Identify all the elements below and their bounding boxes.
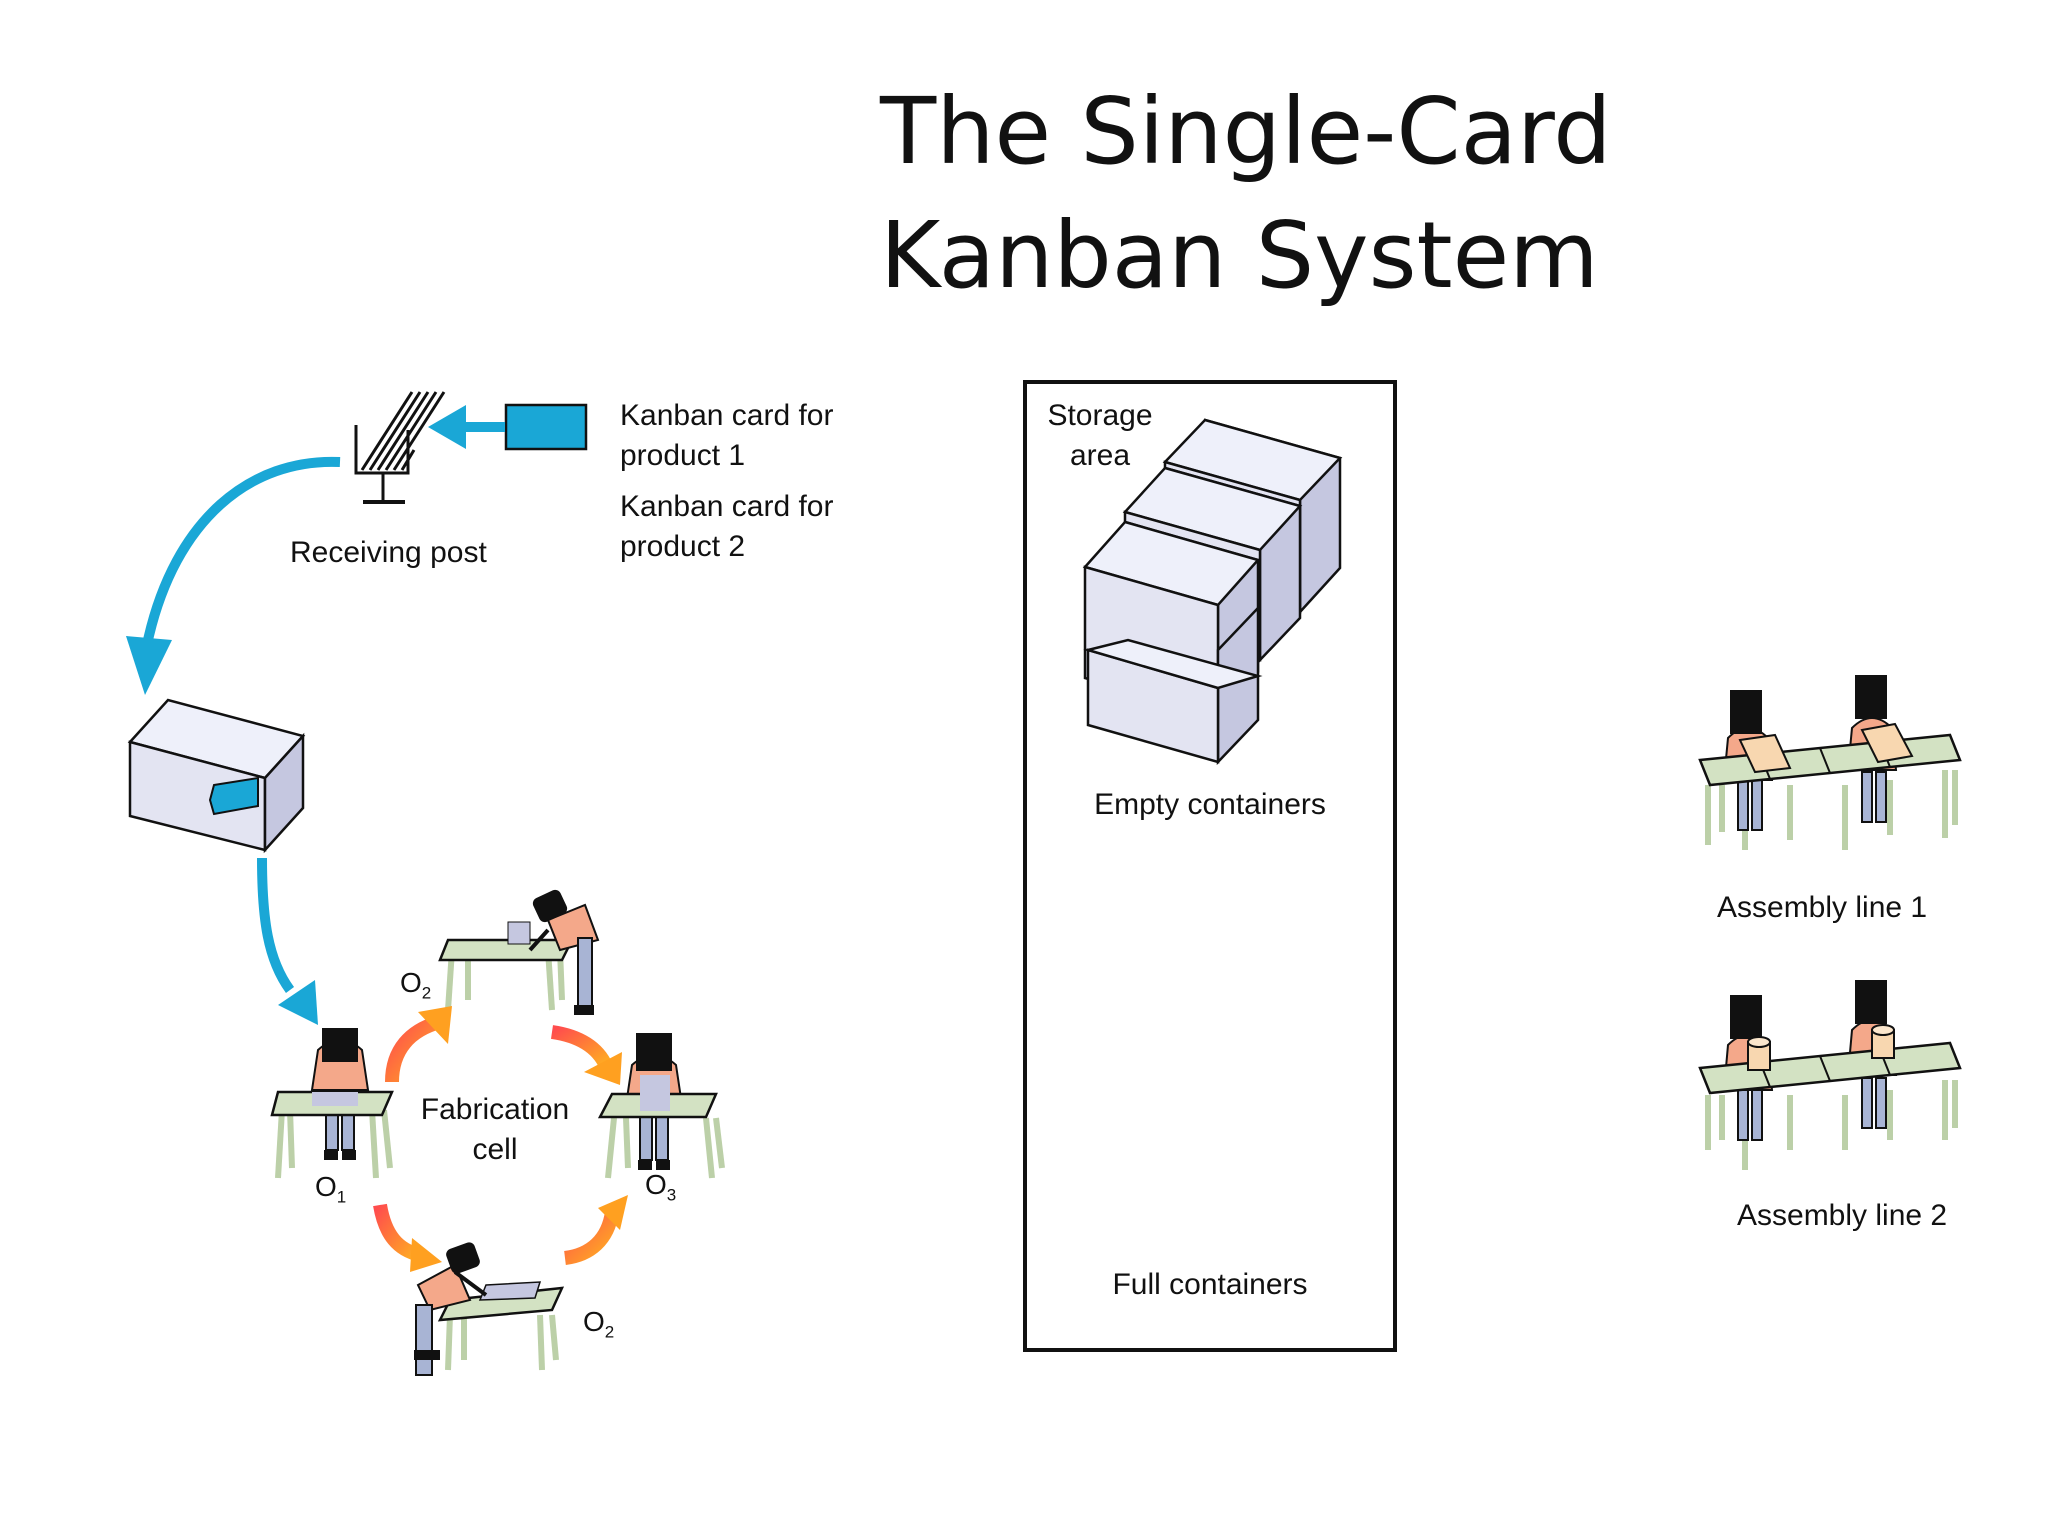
kanban-card-2-line-1: Kanban card for: [620, 490, 834, 523]
operator-label-o2-bottom: O2: [583, 1306, 615, 1342]
assembly-line-1-label: Assembly line 1: [1717, 891, 1928, 924]
page-title: The Single-Card Kanban System: [880, 70, 1612, 318]
storage-area-label: Storage area: [1040, 396, 1160, 476]
empty-containers-label: Empty containers: [1094, 788, 1326, 821]
fabrication-cell-line-2: cell: [472, 1133, 518, 1166]
cylinder-part-icon: [1871, 1024, 1895, 1059]
kanban-card-icon: [504, 403, 588, 451]
assembly-line-2-icon: [1698, 980, 1962, 1170]
receiving-post-label: Receiving post: [290, 536, 487, 569]
assembly-line-1-icon: [1698, 675, 1962, 850]
arrow-o3-to-o2b: [563, 1195, 628, 1265]
fabrication-cell-label: Fabrication cell: [405, 1090, 585, 1170]
worker-o2-bottom-icon: [414, 1242, 565, 1376]
worker-o1-icon: [270, 1028, 394, 1179]
cell-flow-arrows: [373, 1006, 628, 1272]
card-to-post-arrow: [428, 405, 505, 449]
assembly-line-2-label: Assembly line 2: [1737, 1199, 1948, 1232]
arrow-o1-to-o2: [385, 1006, 452, 1083]
kanban-card-product-2: Kanban card for product 2: [620, 487, 833, 567]
storage-area-line-1: Storage: [1047, 399, 1153, 432]
kanban-card-1-line-1: Kanban card for: [620, 399, 834, 432]
kanban-container-icon: [127, 698, 306, 854]
worker-o3-icon: [597, 1033, 725, 1179]
arrow-o2-to-o3: [550, 1025, 622, 1085]
title-line-2: Kanban System: [880, 202, 1599, 309]
kanban-card-2-line-2: product 2: [620, 530, 746, 563]
arrow-o2b-to-o1: [373, 1203, 442, 1272]
operator-label-o1: O1: [315, 1171, 347, 1207]
receiving-post-icon: [354, 391, 446, 504]
container-to-cell-arrow: [257, 857, 318, 1025]
title-line-1: The Single-Card: [880, 78, 1612, 185]
kanban-card-product-1: Kanban card for product 1: [620, 396, 833, 476]
fabrication-cell-line-1: Fabrication: [420, 1093, 570, 1126]
operator-label-o2-top: O2: [400, 967, 432, 1003]
worker-o2-top-icon: [438, 889, 600, 1015]
empty-containers-icon: [1082, 418, 1343, 766]
kanban-card-1-line-2: product 1: [620, 439, 746, 472]
storage-area-line-2: area: [1069, 439, 1131, 472]
storage-area-box: [1023, 380, 1397, 1352]
operator-label-o3: O3: [645, 1169, 677, 1205]
post-to-container-arrow: [126, 456, 341, 695]
full-containers-label: Full containers: [1112, 1268, 1308, 1301]
cylinder-part-icon: [1747, 1036, 1771, 1071]
